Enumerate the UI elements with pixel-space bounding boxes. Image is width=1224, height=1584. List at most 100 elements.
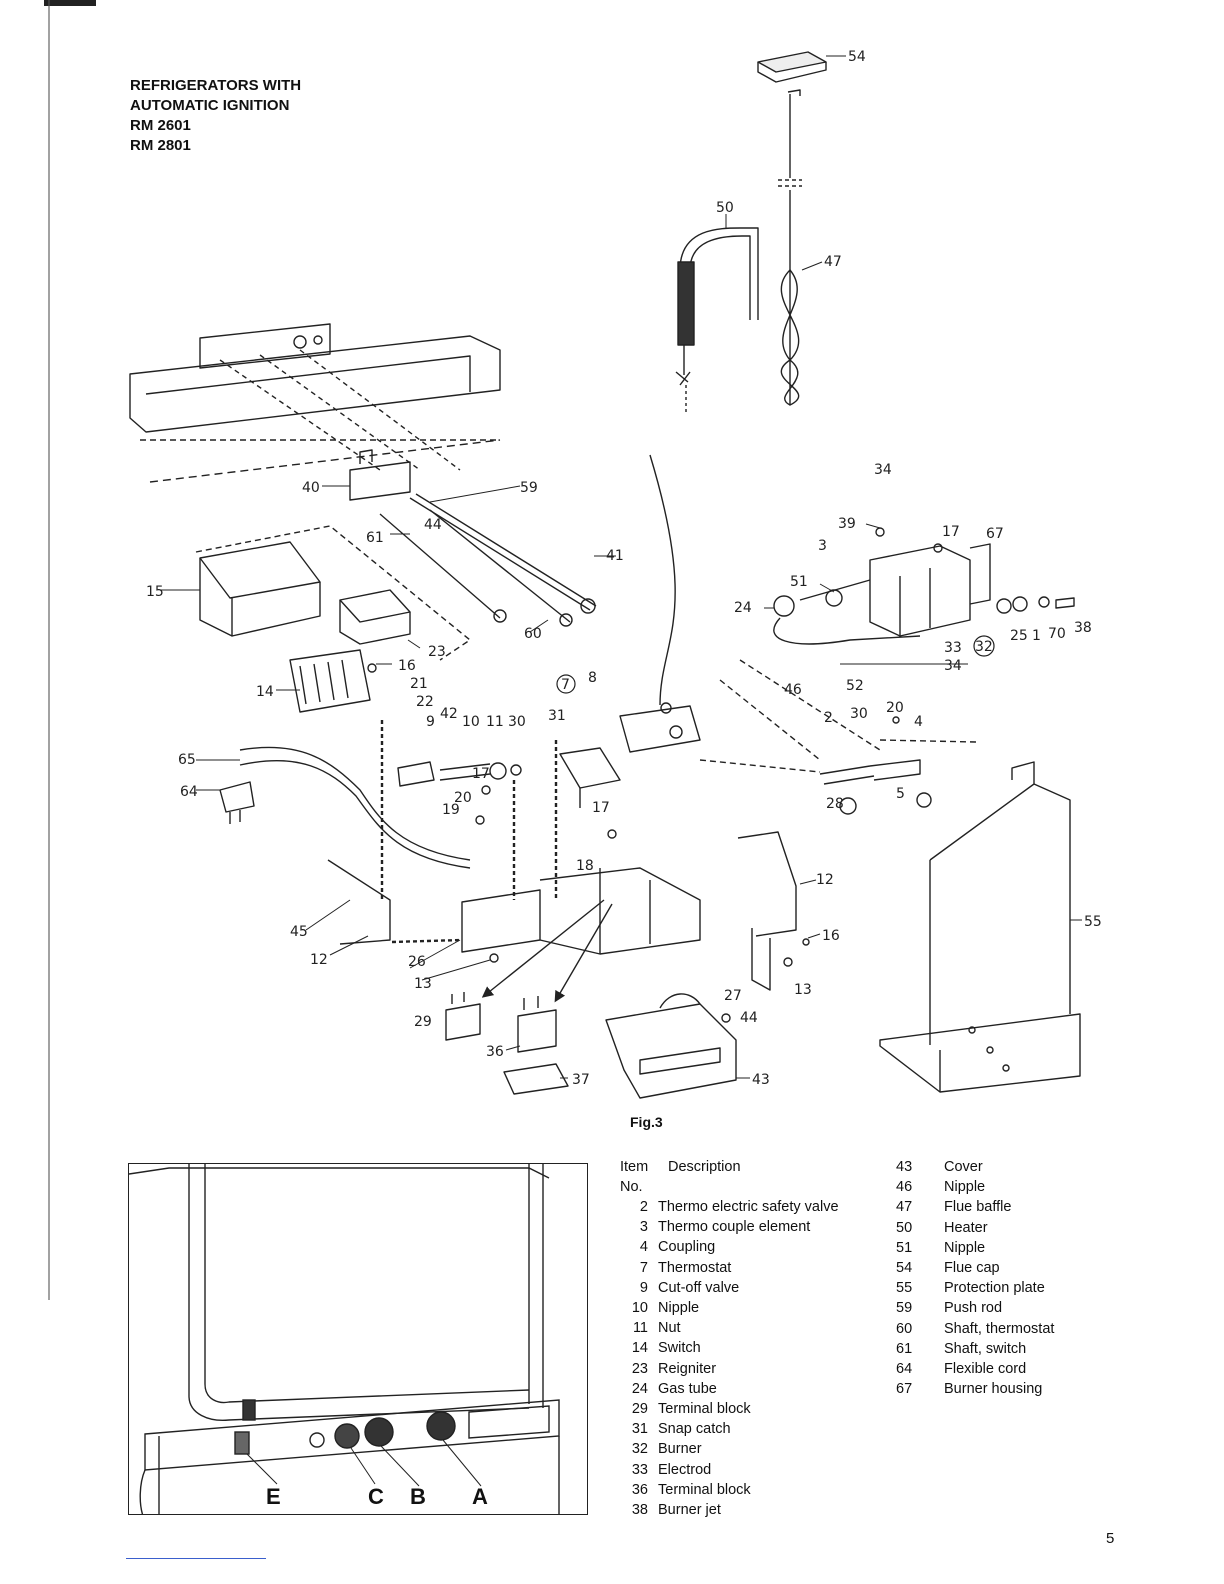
callout-42: 42 xyxy=(440,706,458,722)
callout-5: 5 xyxy=(896,786,905,802)
legend-item-description: Burner jet xyxy=(658,1502,721,1519)
callout-67: 67 xyxy=(986,526,1004,542)
legend-header-item: Item xyxy=(620,1159,649,1175)
callout-24: 24 xyxy=(734,600,752,616)
callout-43: 43 xyxy=(752,1072,770,1088)
legend-item-description: Reigniter xyxy=(658,1360,717,1377)
legend-item-description: Thermo couple element xyxy=(658,1219,811,1236)
legend-item-description: Flue baffle xyxy=(944,1199,1012,1216)
callout-4: 4 xyxy=(914,714,923,730)
legend-row: 59 Push rod xyxy=(878,1298,1054,1318)
callout-45: 45 xyxy=(290,924,308,940)
legend-row: 47 Flue baffle xyxy=(878,1197,1054,1217)
callout-36: 36 xyxy=(486,1044,504,1060)
callout-8: 8 xyxy=(588,670,597,686)
callout-34b: 34 xyxy=(944,658,962,674)
callout-20b: 20 xyxy=(886,700,904,716)
callout-17a: 17 xyxy=(472,766,490,782)
control-panel-illustration xyxy=(129,1164,560,1514)
legend-item-number: 50 xyxy=(896,1219,913,1236)
page-number: 5 xyxy=(1106,1530,1115,1547)
callout-28: 28 xyxy=(826,796,844,812)
title-line-3: RM 2601 xyxy=(130,117,191,134)
callout-23: 23 xyxy=(428,644,446,660)
callout-52: 52 xyxy=(846,678,864,694)
callout-41: 41 xyxy=(606,548,624,564)
legend-item-number: 46 xyxy=(896,1179,913,1196)
legend-item-number: 31 xyxy=(631,1421,648,1438)
legend-item-description: Push rod xyxy=(944,1300,1003,1317)
legend-item-number: 59 xyxy=(896,1300,913,1317)
legend-item-number: 55 xyxy=(896,1280,913,1297)
title-line-4: RM 2801 xyxy=(130,137,191,154)
callout-18: 18 xyxy=(576,858,594,874)
legend-item-description: Thermostat xyxy=(658,1259,732,1276)
footer-rule xyxy=(126,1558,266,1559)
legend-item-number: 11 xyxy=(632,1320,648,1337)
callout-54: 54 xyxy=(848,49,866,65)
binding-edge xyxy=(48,0,50,1300)
legend-row: 50 Heater xyxy=(878,1218,1054,1238)
callout-34a: 34 xyxy=(874,462,892,478)
legend-item-number: 32 xyxy=(631,1441,648,1458)
callout-13b: 13 xyxy=(794,982,812,998)
legend-row: 7 Thermostat xyxy=(620,1258,839,1278)
callout-2: 2 xyxy=(824,710,833,726)
callout-33: 33 xyxy=(944,640,962,656)
callout-39: 39 xyxy=(838,516,856,532)
callout-7: 7 xyxy=(561,677,570,693)
legend-item-description: Shaft, switch xyxy=(944,1340,1027,1357)
legend-header-no: No. xyxy=(620,1179,643,1195)
legend-item-number: 60 xyxy=(896,1320,913,1337)
legend-item-description: Protection plate xyxy=(944,1280,1045,1297)
legend-item-number: 4 xyxy=(639,1239,648,1256)
page-title: REFRIGERATORS WITH AUTOMATIC IGNITION RM… xyxy=(130,76,301,156)
legend-item-description: Thermo electric safety valve xyxy=(658,1199,839,1215)
callout-1: 1 xyxy=(1032,628,1041,644)
legend-item-number: 51 xyxy=(896,1239,913,1256)
legend-item-number: 2 xyxy=(639,1199,648,1215)
callout-64: 64 xyxy=(180,784,198,800)
callout-51: 51 xyxy=(790,574,808,590)
legend-item-number: 7 xyxy=(639,1259,648,1276)
legend-item-description: Terminal block xyxy=(658,1481,751,1498)
photo-label-a: A xyxy=(472,1484,488,1509)
photo-label-b: B xyxy=(410,1484,426,1509)
callout-16b: 16 xyxy=(822,928,840,944)
legend-item-number: 10 xyxy=(631,1300,648,1317)
callout-20a: 20 xyxy=(454,790,472,806)
legend-item-description: Flexible cord xyxy=(944,1361,1027,1378)
legend-item-description: Electrod xyxy=(658,1461,712,1478)
legend-item-description: Nipple xyxy=(658,1300,700,1317)
title-line-2: AUTOMATIC IGNITION xyxy=(130,97,290,114)
callout-27: 27 xyxy=(724,988,742,1004)
legend-item-description: Heater xyxy=(944,1219,988,1236)
legend-item-description: Cut-off valve xyxy=(658,1279,740,1296)
legend-item-number: 43 xyxy=(896,1159,913,1175)
callout-46: 46 xyxy=(784,682,802,698)
legend-item-number: 29 xyxy=(631,1401,648,1418)
callout-37: 37 xyxy=(572,1072,590,1088)
legend-item-number: 47 xyxy=(896,1199,913,1216)
legend-item-number: 14 xyxy=(631,1340,648,1357)
legend-item-description: Snap catch xyxy=(658,1421,731,1438)
legend-row: 10 Nipple xyxy=(620,1298,839,1318)
title-line-1: REFRIGERATORS WITH xyxy=(130,77,302,94)
callout-11: 11 xyxy=(486,714,504,730)
